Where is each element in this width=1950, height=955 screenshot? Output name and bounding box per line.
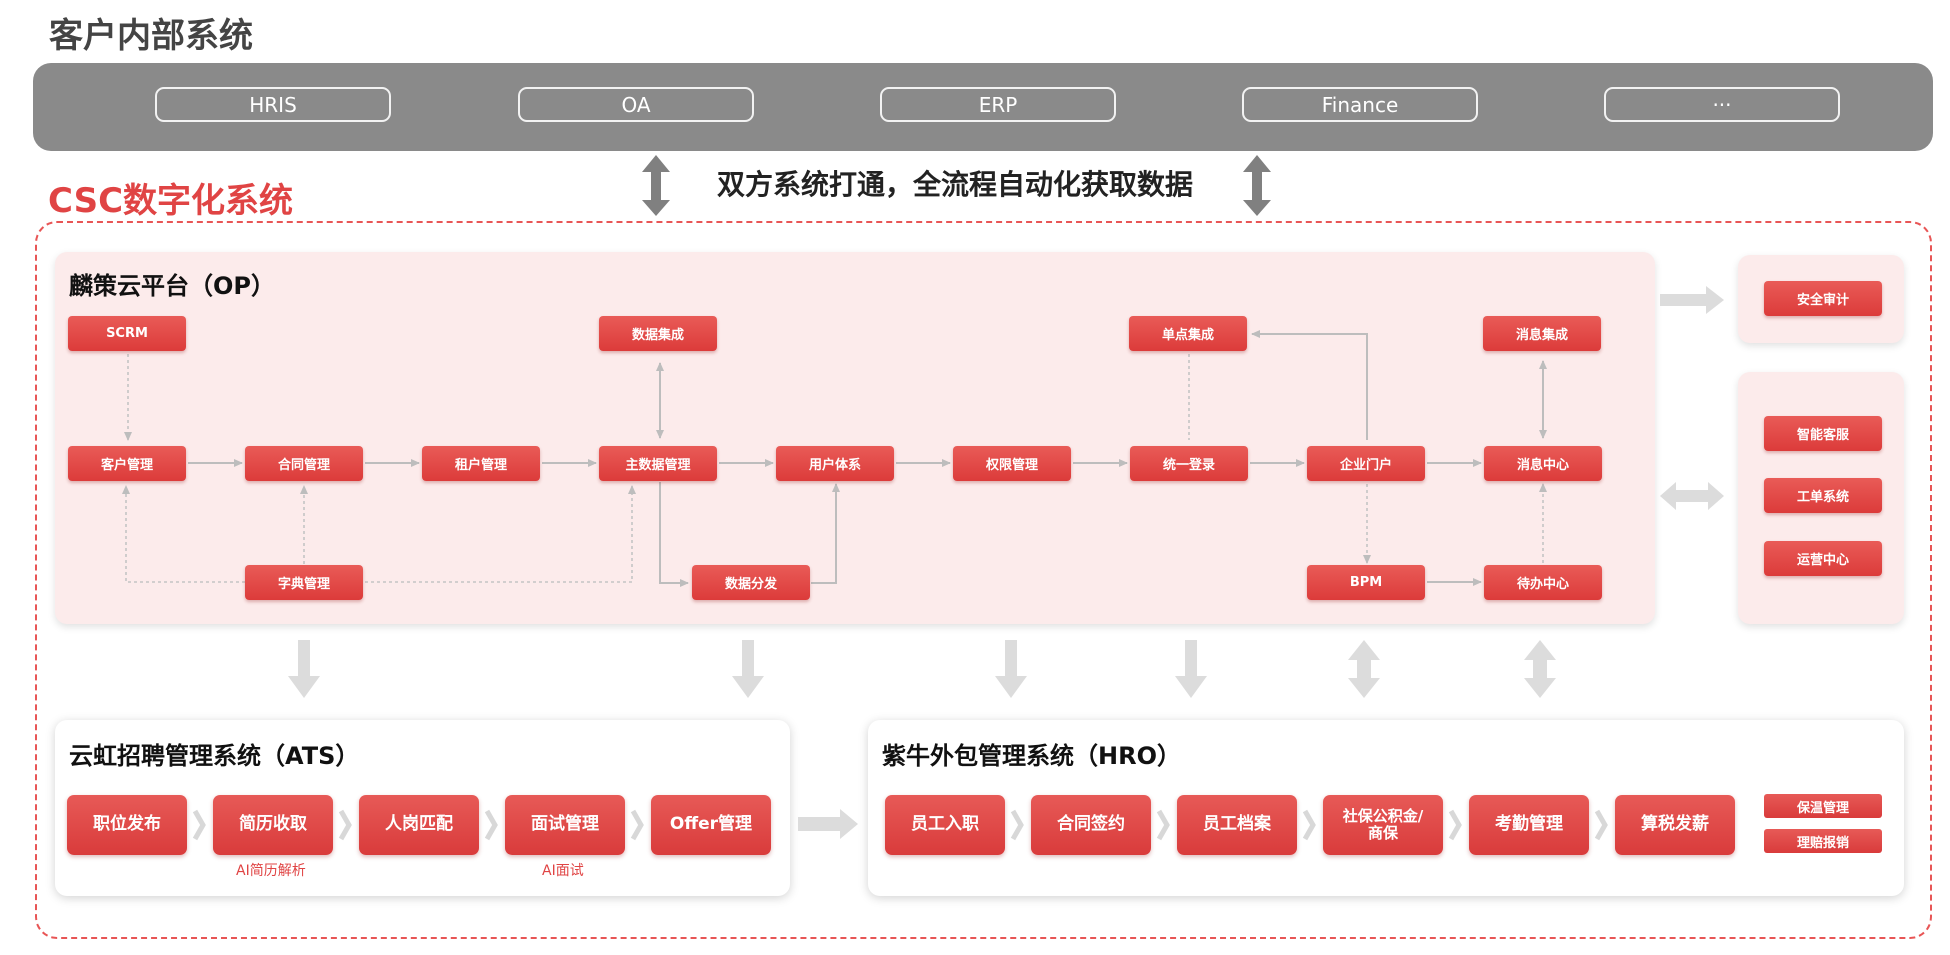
ats-stage-interview: 面试管理 [505, 795, 625, 855]
node-master-data: 主数据管理 [599, 446, 717, 481]
system-erp: ERP [880, 87, 1116, 122]
ats-stage-matching: 人岗匹配 [359, 795, 479, 855]
node-ops-center: 运营中心 [1764, 541, 1882, 576]
ats-stage-offer: Offer管理 [651, 795, 771, 855]
node-tenant-mgmt: 租户管理 [422, 446, 540, 481]
chevron-icon [630, 809, 644, 841]
node-sso-integration: 单点集成 [1129, 316, 1247, 351]
hro-stage-attendance: 考勤管理 [1469, 795, 1589, 855]
chevron-icon [338, 809, 352, 841]
chevron-icon [1302, 809, 1316, 841]
ai-interview-label: AI面试 [542, 863, 584, 879]
node-message-integration: 消息集成 [1483, 316, 1601, 351]
hro-title: 紫牛外包管理系统（HRO） [882, 742, 1181, 770]
arrow-double-2 [1524, 640, 1556, 698]
sync-arrow-left [642, 155, 670, 216]
csc-frame [35, 221, 1932, 939]
hro-stage-payroll: 算税发薪 [1615, 795, 1735, 855]
hro-stage-archive: 员工档案 [1177, 795, 1297, 855]
node-user-system: 用户体系 [776, 446, 894, 481]
chevron-icon [1594, 809, 1608, 841]
op-platform-title: 麟策云平台（OP） [69, 272, 275, 300]
csc-system-title: CSC数字化系统 [48, 181, 294, 221]
sync-description: 双方系统打通，全流程自动化获取数据 [717, 168, 1194, 201]
node-permission-mgmt: 权限管理 [953, 446, 1071, 481]
hro-stage-onboarding: 员工入职 [885, 795, 1005, 855]
node-security-audit: 安全审计 [1764, 281, 1882, 316]
node-dictionary-mgmt: 字典管理 [245, 565, 363, 600]
system-oa: OA [518, 87, 754, 122]
node-todo-center: 待办中心 [1484, 565, 1602, 600]
chevron-icon [1156, 809, 1170, 841]
node-bpm: BPM [1307, 565, 1425, 600]
chevron-icon [192, 809, 206, 841]
chevron-icon [1010, 809, 1024, 841]
node-message-center: 消息中心 [1484, 446, 1602, 481]
ats-stage-resume-collection: 简历收取 [213, 795, 333, 855]
arrow-double-1 [1348, 640, 1380, 698]
arrow-to-service [1660, 482, 1724, 510]
node-unified-login: 统一登录 [1130, 446, 1248, 481]
hro-stage-contract: 合同签约 [1031, 795, 1151, 855]
system-finance: Finance [1242, 87, 1478, 122]
chevron-icon [484, 809, 498, 841]
node-enterprise-portal: 企业门户 [1307, 446, 1425, 481]
arrow-down-1 [288, 640, 320, 698]
hro-stage-social-insurance: 社保公积金/ 商保 [1323, 795, 1443, 855]
node-data-integration: 数据集成 [599, 316, 717, 351]
node-data-distribution: 数据分发 [692, 565, 810, 600]
arrow-to-security [1660, 286, 1724, 314]
arrow-down-2 [732, 640, 764, 698]
arrow-down-4 [1175, 640, 1207, 698]
op-platform-panel [55, 252, 1655, 624]
ats-stage-job-posting: 职位发布 [67, 795, 187, 855]
node-smart-service: 智能客服 [1764, 416, 1882, 451]
hro-extra-claims: 理赔报销 [1764, 829, 1882, 853]
client-systems-band [33, 63, 1933, 151]
ai-resume-label: AI简历解析 [236, 863, 306, 879]
node-customer-mgmt: 客户管理 [68, 446, 186, 481]
system-hris: HRIS [155, 87, 391, 122]
arrow-down-3 [995, 640, 1027, 698]
ats-title: 云虹招聘管理系统（ATS） [69, 742, 360, 770]
client-systems-title: 客户内部系统 [49, 16, 253, 56]
chevron-icon [1448, 809, 1462, 841]
node-ticket-system: 工单系统 [1764, 478, 1882, 513]
arrow-ats-to-hro [798, 809, 858, 839]
sync-arrow-right [1243, 155, 1271, 216]
node-scrm: SCRM [68, 316, 186, 351]
node-contract-mgmt: 合同管理 [245, 446, 363, 481]
system-more: ··· [1604, 87, 1840, 122]
hro-extra-insurance: 保温管理 [1764, 794, 1882, 818]
